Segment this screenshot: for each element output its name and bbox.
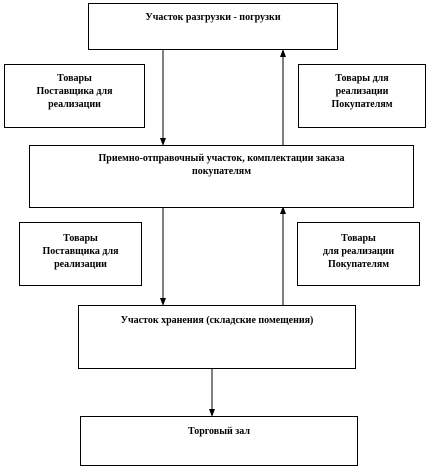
- node-text-line: Участок хранения (складские помещения): [120, 315, 314, 326]
- node-supplier-goods-top: Товары Поставщика для реализации: [4, 64, 145, 128]
- node-buyer-goods-bottom: Товары для реализации Покупателям: [297, 222, 420, 286]
- node-text-line: Товары: [57, 73, 92, 84]
- node-text-line: Товары для: [335, 73, 389, 84]
- node-text-line: для реализации: [322, 246, 395, 257]
- node-text-line: реализации: [48, 99, 101, 110]
- node-storage: Участок хранения (складские помещения): [78, 305, 356, 369]
- node-text-line: Поставщика для: [36, 86, 113, 97]
- node-text-line: Участок разгрузки - погрузки: [145, 12, 281, 23]
- node-unloading: Участок разгрузки - погрузки: [88, 3, 338, 50]
- node-text-line: покупателям: [191, 166, 252, 177]
- node-text-line: Товары: [63, 233, 98, 244]
- node-text-line: Покупателям: [331, 99, 393, 110]
- node-text-line: Поставщика для: [42, 246, 119, 257]
- node-text-line: Покупателям: [327, 259, 390, 270]
- node-receiving: Приемно-отправочный участок, комплектаци…: [29, 145, 414, 208]
- node-buyer-goods-top: Товары для реализации Покупателям: [298, 64, 426, 128]
- node-text-line: реализации: [54, 259, 107, 270]
- node-text-line: реализации: [335, 86, 389, 97]
- node-text-line: Торговый зал: [187, 426, 250, 437]
- node-text-line: Приемно-отправочный участок, комплектаци…: [98, 153, 345, 164]
- node-sales-floor: Торговый зал: [80, 416, 358, 466]
- node-supplier-goods-bottom: Товары Поставщика для реализации: [19, 222, 142, 286]
- node-text-line: Товары: [341, 233, 376, 244]
